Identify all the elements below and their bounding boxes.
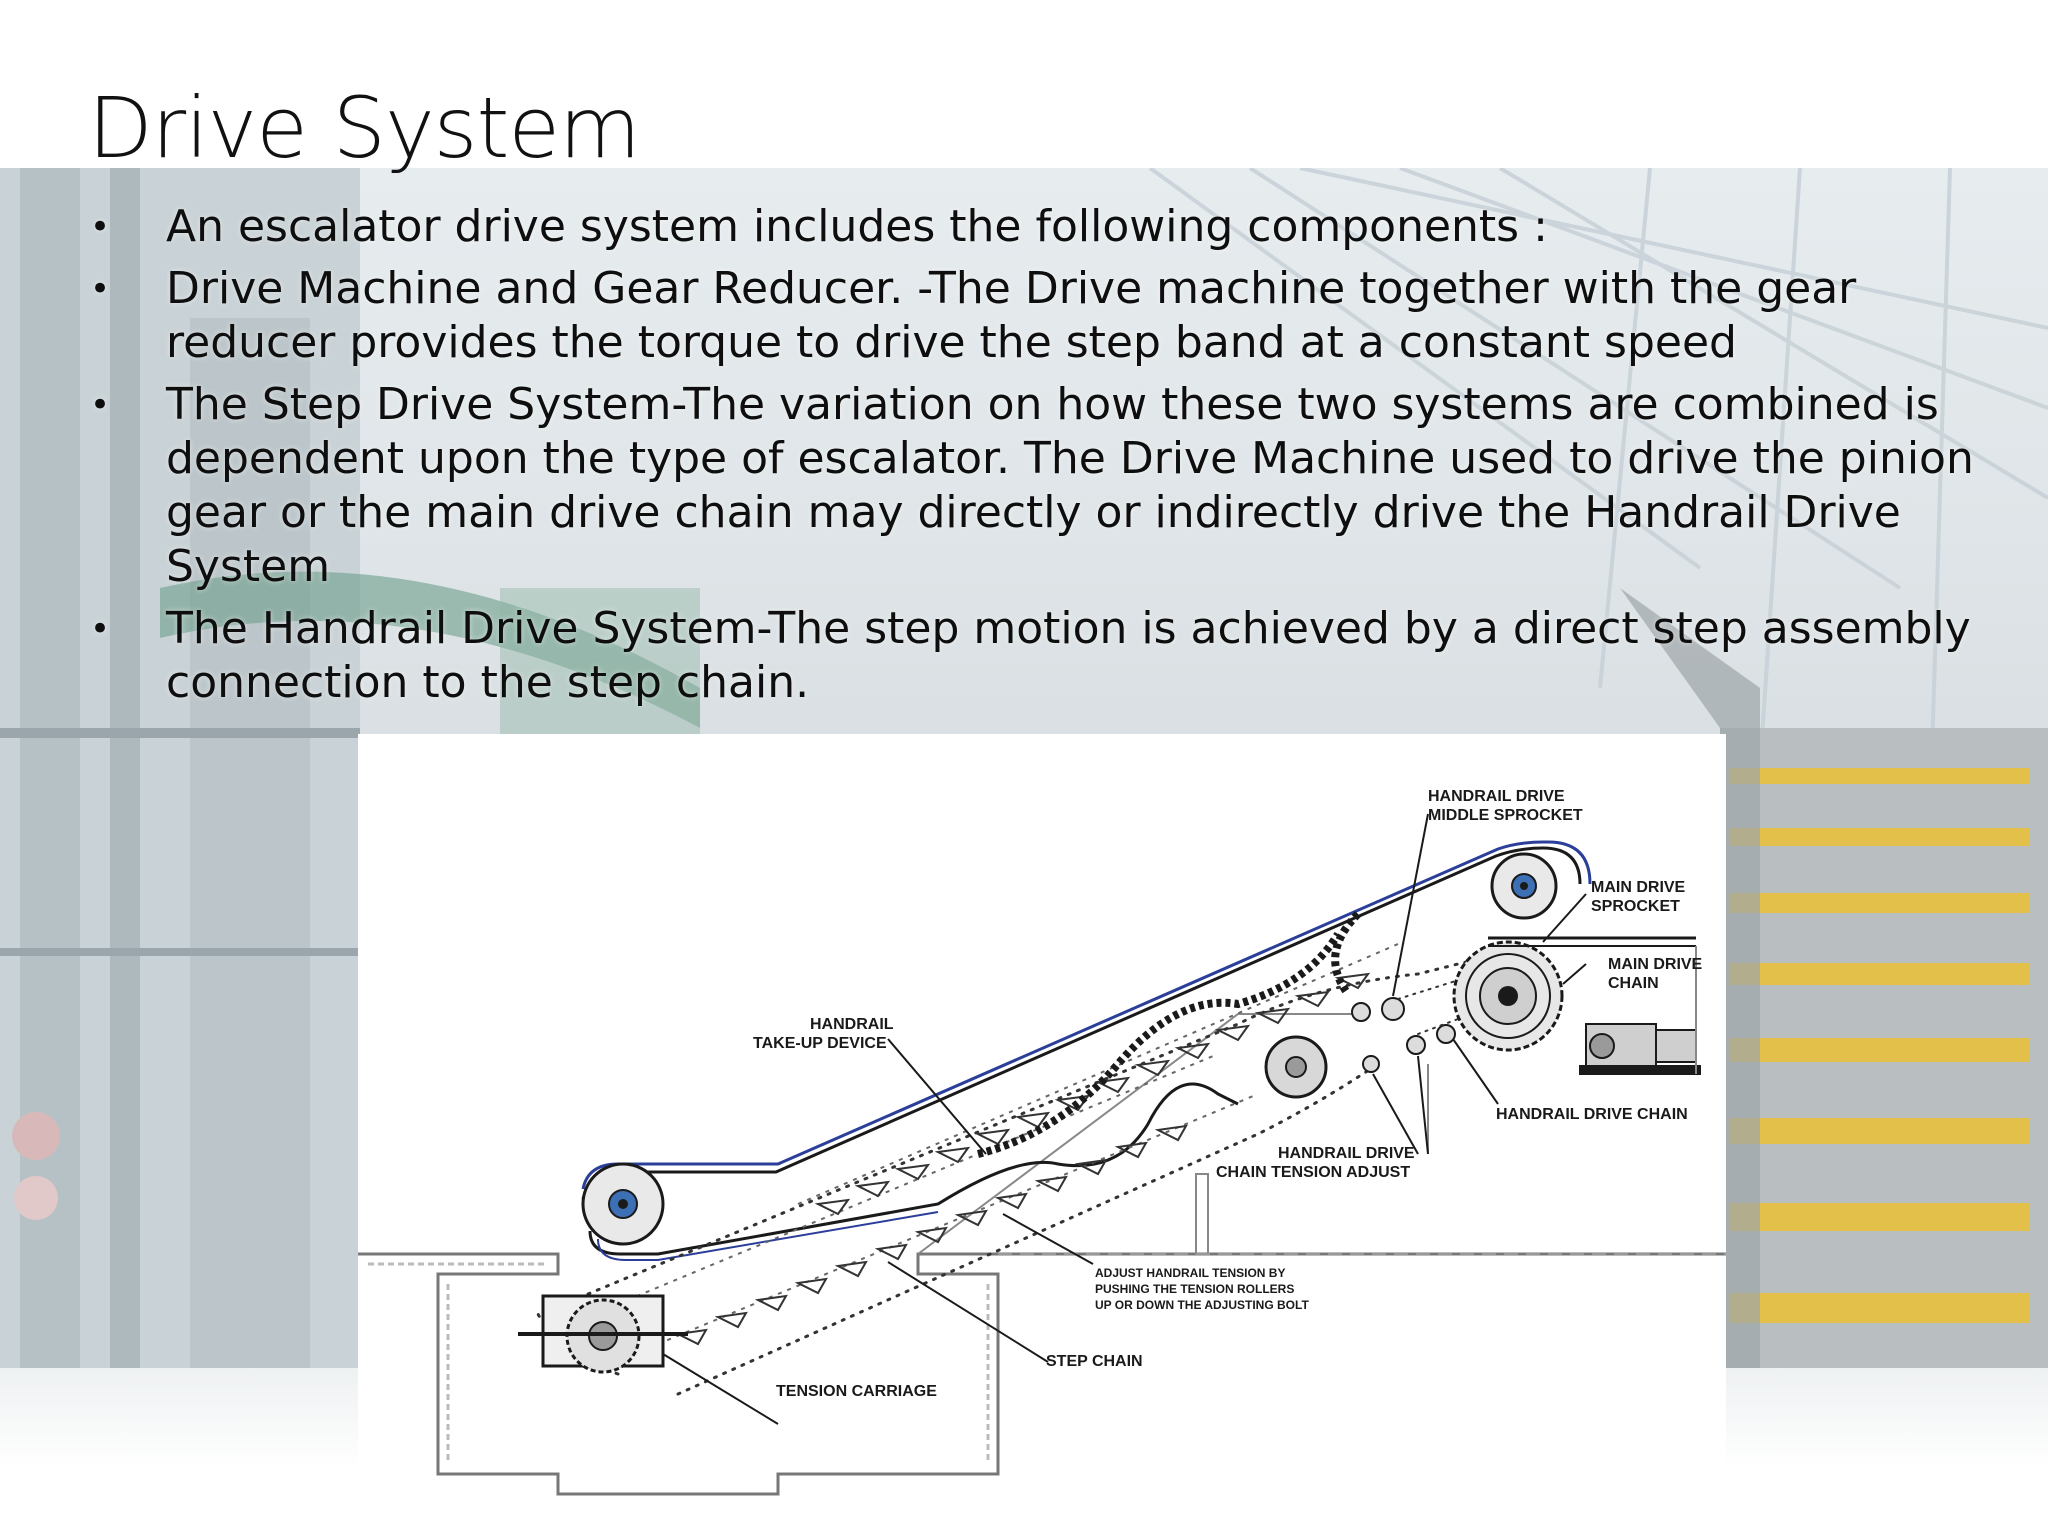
handrail-drive-chain [977, 911, 1361, 1158]
label-main-drive-sprocket-2: SPROCKET [1591, 898, 1680, 915]
escalator-drive-diagram: HANDRAIL DRIVE MIDDLE SPROCKET MAIN DRIV… [358, 734, 1726, 1498]
label-chain-tension-adjust-1: HANDRAIL DRIVE [1278, 1145, 1415, 1162]
bullet-text: The Handrail Drive System-The step motio… [166, 603, 1971, 708]
bullet-list: • An escalator drive system includes the… [88, 200, 1988, 718]
label-step-chain: STEP CHAIN [1046, 1353, 1143, 1370]
label-main-drive-sprocket-1: MAIN DRIVE [1591, 879, 1686, 896]
bullet-symbol: • [90, 207, 111, 247]
label-handrail-takeup-2: TAKE-UP DEVICE [753, 1035, 887, 1052]
bullet-text: An escalator drive system includes the f… [166, 201, 1548, 252]
handrail-loop [581, 840, 1592, 1261]
step-band [617, 943, 1399, 1346]
label-handrail-drive-middle-sprocket-1: HANDRAIL DRIVE [1428, 788, 1565, 805]
main-drive-sprocket [1452, 940, 1564, 1052]
handrail-drive-wheel [1264, 1035, 1328, 1099]
label-handrail-takeup-1: HANDRAIL [810, 1016, 894, 1033]
label-tension-carriage: TENSION CARRIAGE [776, 1383, 937, 1400]
top-newel-wheel [1490, 852, 1558, 920]
background-photo-art [0, 168, 2048, 1368]
escalator-diagram-svg: HANDRAIL DRIVE MIDDLE SPROCKET MAIN DRIV… [358, 788, 1726, 1496]
label-chain-tension-adjust-2: CHAIN TENSION ADJUST [1216, 1164, 1410, 1181]
bullet-text: The Step Drive System-The variation on h… [166, 379, 1974, 592]
slide-title: Drive System [88, 79, 641, 177]
bullet-item: • The Step Drive System-The variation on… [88, 378, 1988, 594]
label-handrail-drive-chain: HANDRAIL DRIVE CHAIN [1496, 1106, 1688, 1123]
bottom-newel-wheel [581, 1162, 665, 1246]
pit-structure [358, 1013, 1726, 1496]
tension-carriage [518, 1294, 688, 1374]
drive-motor [1579, 1023, 1701, 1075]
middle-sprockets [1351, 997, 1456, 1073]
label-handrail-drive-middle-sprocket-2: MIDDLE SPROCKET [1428, 807, 1583, 824]
leader-lines [662, 813, 1587, 1425]
label-adjust-tension-3: UP OR DOWN THE ADJUSTING BOLT [1095, 1298, 1309, 1312]
label-adjust-tension-1: ADJUST HANDRAIL TENSION BY [1095, 1266, 1285, 1280]
label-main-drive-chain-1: MAIN DRIVE [1608, 956, 1703, 973]
label-adjust-tension-2: PUSHING THE TENSION ROLLERS [1095, 1282, 1294, 1296]
bullet-item: • The Handrail Drive System-The step mot… [88, 602, 1988, 710]
label-main-drive-chain-2: CHAIN [1608, 975, 1659, 992]
support-truss [1427, 946, 1697, 1154]
bullet-item: • Drive Machine and Gear Reducer. -The D… [88, 262, 1988, 370]
bullet-symbol: • [90, 385, 111, 425]
bullet-symbol: • [90, 609, 111, 649]
bullet-text: Drive Machine and Gear Reducer. -The Dri… [166, 263, 1857, 368]
bullet-item: • An escalator drive system includes the… [88, 200, 1988, 254]
bullet-symbol: • [90, 269, 111, 309]
